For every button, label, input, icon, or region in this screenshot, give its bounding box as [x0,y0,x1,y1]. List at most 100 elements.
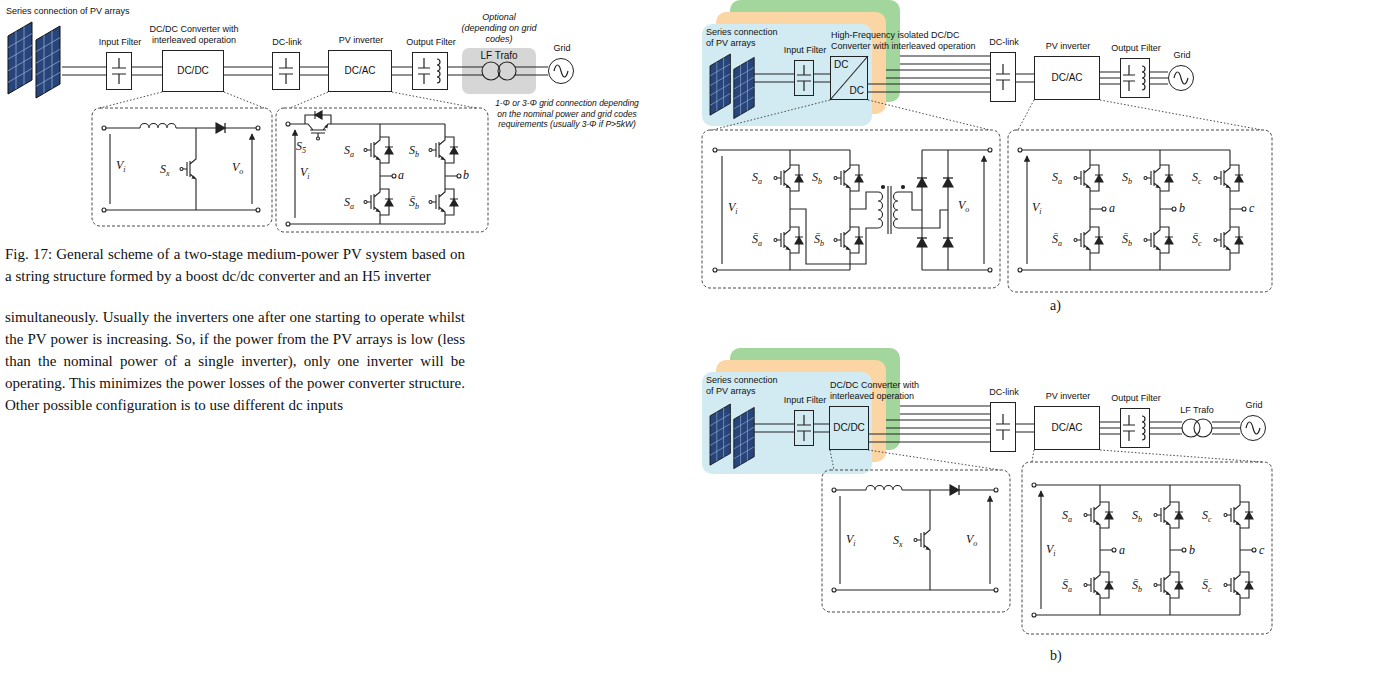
symbol-letter: S̄ [1062,578,1068,592]
symbol-letter: S̄ [1122,232,1128,246]
symbol-letter: S [752,170,758,184]
signal-label: Vi [1032,200,1042,214]
power-line [1100,72,1120,84]
power-line [448,67,462,75]
three-phase-inverter-circuit [1214,222,1243,258]
three-phase-inverter-circuit [1112,548,1116,552]
block-text: DC [834,59,848,71]
symbol-letter: S [1192,170,1198,184]
power-line [1016,74,1034,82]
isolated-converter-circuit [902,186,905,189]
converter-block: Output Filter [412,52,448,90]
block-text: DC/AC [344,65,375,77]
symbol-subscript: i [1039,207,1041,216]
signal-label: Sx [893,533,903,547]
pv-array-picture [710,54,754,119]
power-line [1016,424,1034,432]
three-phase-inverter-circuit [1154,497,1183,533]
symbol-letter: S̄ [1132,578,1138,592]
power-line [869,434,990,442]
isolated-converter-circuit [882,186,885,189]
isolated-converter-circuit [713,148,717,152]
three-phase-inverter-circuit [1144,222,1173,258]
isolated-converter-circuit [878,192,883,228]
signal-label: b [1189,543,1195,557]
block-heading: DC-link [979,37,1029,48]
callout-frames [822,470,1010,612]
three-phase-inverter-circuit [1084,497,1113,533]
isolated-converter-circuit [774,160,803,196]
three-phase-inverter-circuit [1102,207,1106,211]
block-text: DC/DC [177,65,209,77]
h5-inverter-circuit [286,111,461,226]
isolated-converter-circuit [774,222,803,258]
signal-label: S̄b [1132,578,1142,592]
three-phase-inverter-circuit [1018,268,1022,272]
signal-label: b [1179,201,1185,215]
signal-label: Vi [728,200,738,214]
three-phase-inverter-circuit [1032,483,1036,487]
symbol-subscript: c [1198,239,1202,248]
block-text: LF Trafo [462,50,536,62]
figure-caption: Fig. 17: General scheme of a two-stage m… [5,243,465,287]
h5-inverter-circuit [392,174,396,178]
block-symbols [996,64,1010,90]
block-text: DC [850,85,864,97]
block-heading: DC/DC Converter with interleaved operati… [144,24,244,46]
block-symbols [462,67,536,75]
symbol-letter: S [409,143,415,157]
signal-label: Sa [1062,508,1072,522]
block-heading: PV inverter [326,35,396,46]
signal-label: c [1259,543,1264,557]
body-text: simultaneously. Usually the inverters on… [5,306,465,416]
callout-frames [1022,462,1272,634]
block-symbols [482,62,500,80]
power-line [132,67,162,75]
grid-circle: Grid [1240,415,1266,441]
isolated-converter-circuit [943,178,953,187]
signal-label: Vi [300,165,310,179]
converter-block: High-Frequency isolated DC/DC Converter … [830,56,868,100]
symbol-letter: V [958,198,965,212]
converter-block: Input Filter [106,52,132,90]
boost-circuit [102,123,260,212]
h5-inverter-circuit [286,122,290,126]
block-symbols [754,424,794,432]
converter-block: PV inverterDC/AC [328,50,392,92]
block-heading: DC-link [262,37,312,48]
symbol-subscript: a [1058,177,1062,186]
callout-frames [92,108,1272,634]
power-line [1100,422,1120,434]
block-symbols [112,58,126,84]
power-line [814,424,829,432]
symbol-letter: V [846,532,853,546]
block-heading: High-Frequency isolated DC/DC Converter … [831,30,981,52]
symbol-letter: S̄ [752,232,758,246]
signal-label: S̄b [814,232,824,246]
symbol-letter: S [1062,508,1068,522]
signal-label: S̄a [1062,578,1072,592]
boost-circuit [102,208,106,212]
symbol-subscript: c [1208,585,1212,594]
signal-label: Vi [116,158,126,172]
block-region: Series connection of PV arraysInput Filt… [702,372,872,474]
converter-block: DC/DC Converter with interleaved operati… [829,406,869,450]
symbol-subscript: b [1138,515,1142,524]
three-phase-inverter-circuit [1182,548,1186,552]
symbol-subscript: b [415,150,419,159]
symbol-letter: V [232,160,239,174]
block-heading: Series connection of PV arrays [706,375,780,397]
block-symbols [418,58,440,84]
symbol-subscript: i [123,165,125,174]
symbol-letter: S̄ [1052,232,1058,246]
symbol-letter: S̄ [1202,578,1208,592]
isolated-converter-circuit [715,150,850,270]
signal-label: S̄c [1202,578,1212,592]
three-phase-inverter-circuit [1020,150,1244,270]
panel-backgrounds [462,48,536,94]
block-region: LF Trafo [1182,419,1212,437]
isolated-converter-circuit [988,268,992,272]
signal-label: Vo [232,160,243,174]
h5-inverter-circuit [288,124,459,224]
block-heading: LF Trafo [1172,405,1222,416]
